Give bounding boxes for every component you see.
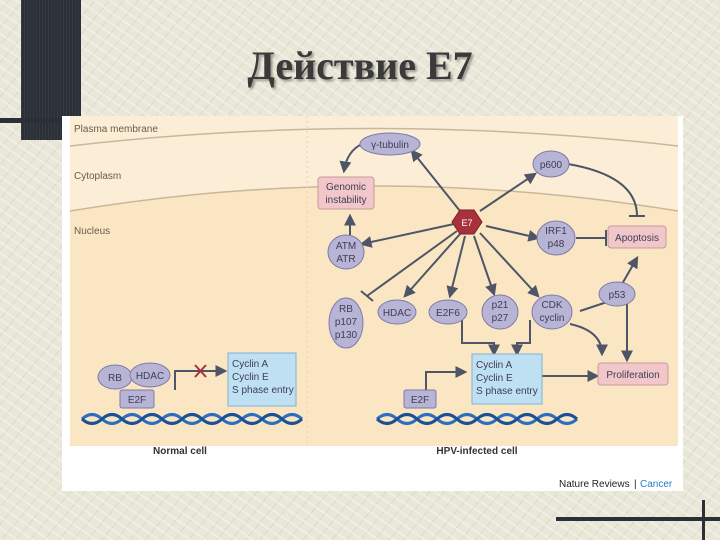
gamma-tubulin-label: γ-tubulin — [371, 140, 409, 151]
decor-line-bottom — [556, 517, 720, 521]
e7-pathway-figure: Plasma membrane Cytoplasm Nucleus — [62, 116, 683, 491]
arrow-cdk-to-cyclin — [511, 320, 531, 357]
normal-cyclin-a: Cyclin A — [232, 359, 268, 370]
arrow-p53-to-apoptosis — [621, 255, 639, 285]
arrow-to-gamma-tubulin — [410, 149, 461, 212]
cdk-cyclin-node — [531, 294, 573, 330]
normal-cyclin-e: Cyclin E — [232, 372, 269, 383]
atm-label: ATM — [336, 241, 356, 252]
slide-title: Действие E7 — [247, 43, 473, 88]
p130-label: p130 — [335, 330, 358, 341]
arrow-to-p21 — [473, 235, 497, 297]
inhibit-to-rb — [366, 230, 458, 297]
p27-label: p27 — [492, 313, 509, 324]
decor-line-vertical — [702, 500, 705, 540]
nucleus-label: Nucleus — [74, 226, 110, 237]
plasma-membrane-label: Plasma membrane — [74, 124, 158, 135]
arrow-e2f6-to-cyclin — [461, 320, 500, 357]
apoptosis-label: Apoptosis — [615, 233, 659, 244]
apoptosis-box — [607, 225, 667, 249]
p53-label: p53 — [609, 290, 626, 301]
arrow-gamma-to-genomic — [339, 143, 363, 174]
normal-cyclin-box — [227, 352, 297, 407]
proliferation-label: Proliferation — [606, 370, 659, 381]
atr-label: ATR — [336, 254, 355, 265]
proliferation-box — [597, 362, 669, 386]
hdac-node — [377, 299, 417, 325]
normal-e2f-box — [119, 389, 155, 409]
inhibit-p600-apoptosis — [567, 163, 638, 217]
p107-label: p107 — [335, 317, 358, 328]
arrow-e2f-to-cyclin-normal — [174, 365, 228, 390]
cyclin-label: cyclin — [539, 313, 564, 324]
p48-label: p48 — [548, 239, 565, 250]
hpv-e2f-box — [403, 389, 437, 409]
e7-hexagon — [451, 209, 483, 235]
decor-line-top — [0, 118, 62, 123]
rb-label: RB — [339, 304, 353, 315]
arrow-to-e2f6 — [446, 235, 466, 299]
p600-node — [532, 150, 570, 178]
p21-label: p21 — [492, 300, 509, 311]
pathway-arrows — [174, 143, 645, 390]
hdac-label: HDAC — [383, 308, 411, 319]
e7-label: E7 — [461, 218, 472, 228]
normal-s-phase: S phase entry — [232, 385, 294, 396]
e7-arrows — [359, 149, 541, 302]
p21-p27-node — [481, 294, 519, 330]
p53-node — [598, 281, 636, 307]
hpv-cyclin-e: Cyclin E — [476, 373, 513, 384]
hpv-cyclin-box — [471, 353, 543, 405]
atm-atr-node — [327, 234, 365, 270]
normal-dna-strand-1 — [80, 413, 304, 425]
e2f6-label: E2F6 — [436, 308, 460, 319]
normal-hdac-label: HDAC — [136, 371, 164, 382]
cdk-label: CDK — [541, 300, 562, 311]
dna-helices — [80, 413, 579, 425]
hpv-dna-strand-2 — [375, 413, 579, 425]
arrow-e2f-to-cyclin-hpv — [425, 366, 468, 390]
plasma-membrane-line — [69, 127, 679, 147]
p600-label: p600 — [540, 160, 563, 171]
genomic-label-2: instability — [325, 195, 366, 206]
credit-journal: Nature Reviews — [559, 479, 630, 490]
blocked-cross — [194, 364, 207, 378]
genomic-label-1: Genomic — [326, 182, 366, 193]
normal-e2f-label: E2F — [128, 395, 146, 406]
pathway-diagram: Plasma membrane Cytoplasm Nucleus — [69, 116, 679, 490]
e2f6-node — [428, 299, 468, 325]
arrow-to-p600 — [479, 172, 537, 212]
arrow-to-irf — [485, 225, 541, 242]
decor-dark-block — [21, 0, 81, 140]
genomic-instability-box — [317, 176, 375, 210]
credit-separator: | — [634, 479, 637, 490]
hpv-cyclin-a: Cyclin A — [476, 360, 512, 371]
arrow-to-atm — [359, 223, 455, 248]
normal-rb-label: RB — [108, 373, 122, 384]
credit-section: Cancer — [640, 479, 673, 490]
nucleus-region — [70, 186, 678, 446]
hpv-e2f-label: E2F — [411, 395, 429, 406]
normal-hdac-node — [129, 362, 171, 388]
irf1-label: IRF1 — [545, 226, 567, 237]
arrow-cdk-to-proliferation — [569, 323, 608, 357]
arrow-to-cdk — [479, 232, 540, 298]
arrow-to-hdac — [403, 233, 461, 298]
hpv-cell-label: HPV-infected cell — [436, 446, 517, 457]
gamma-tubulin-node — [359, 132, 421, 156]
irf1-p48-node — [536, 220, 576, 256]
inhibit-bar-rb — [360, 290, 374, 302]
hpv-s-phase: S phase entry — [476, 386, 538, 397]
normal-dna-strand-2 — [80, 413, 304, 425]
rb-p107-p130-node — [328, 297, 364, 349]
cytoplasm-label: Cytoplasm — [74, 171, 121, 182]
normal-cell-label: Normal cell — [153, 446, 207, 457]
